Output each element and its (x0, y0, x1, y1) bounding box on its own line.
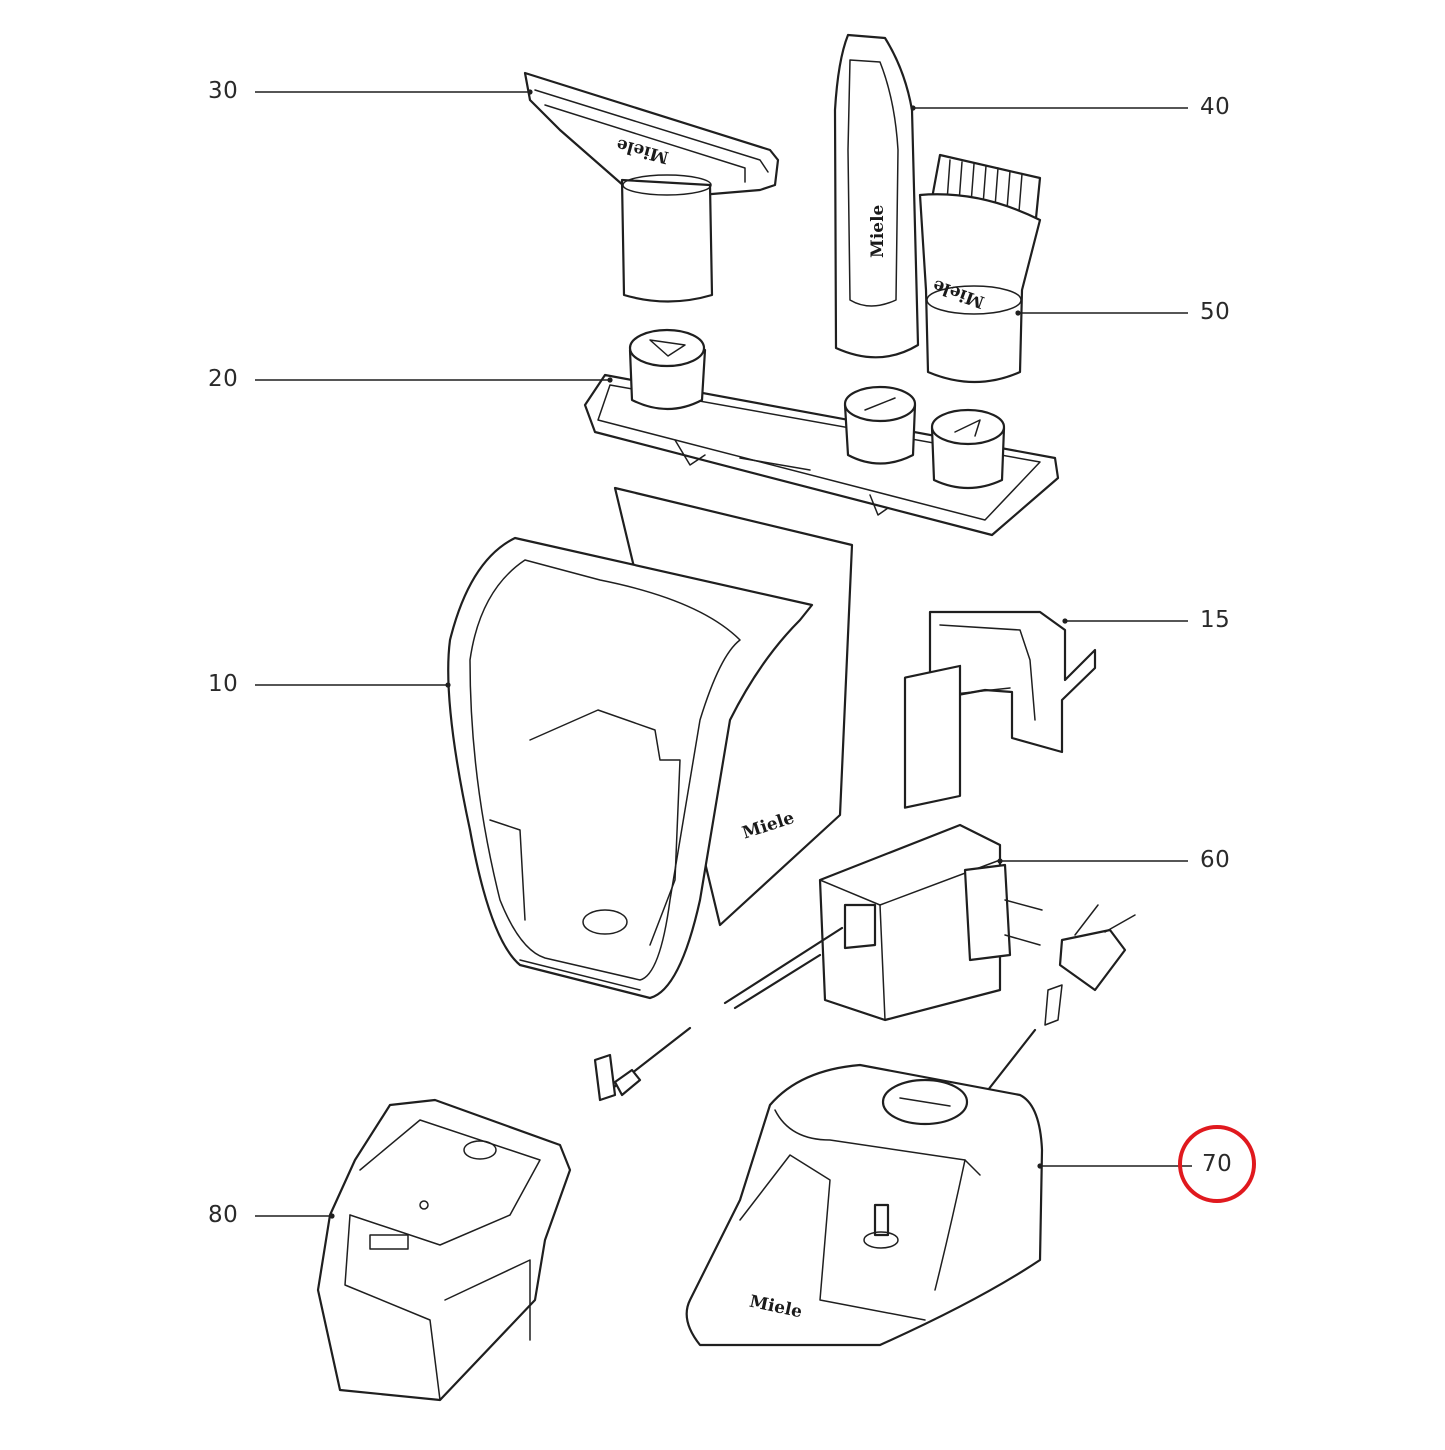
callout-60-label: 60 (1200, 847, 1231, 873)
callout-20-label: 20 (208, 366, 239, 392)
part-60-power-adapter (593, 664, 1136, 1102)
part-70-charging-cradle: Miele (685, 1063, 1044, 1347)
part-30-upholstery-nozzle: Miele (523, 71, 780, 303)
part-40-brand: Miele (868, 204, 888, 258)
part-10-docking-station: Miele (447, 486, 854, 1000)
part-50-dusting-brush: Miele (918, 153, 1042, 384)
callout-70-highlight-circle (1178, 1125, 1256, 1203)
callout-70-label: 70 (1202, 1151, 1233, 1177)
callout-10-label: 10 (208, 671, 239, 697)
part-40-crevice-nozzle: Miele (833, 33, 920, 359)
part-80-battery (316, 1098, 572, 1402)
callout-80-label: 80 (208, 1202, 239, 1228)
callout-30-label: 30 (208, 78, 239, 104)
callout-50-label: 50 (1200, 299, 1231, 325)
part-20-accessory-holder (583, 328, 1060, 537)
callout-40-label: 40 (1200, 94, 1231, 120)
leader-lines (255, 89, 1192, 1219)
callout-15-label: 15 (1200, 607, 1231, 633)
part-15-holder-clip (928, 610, 1097, 754)
